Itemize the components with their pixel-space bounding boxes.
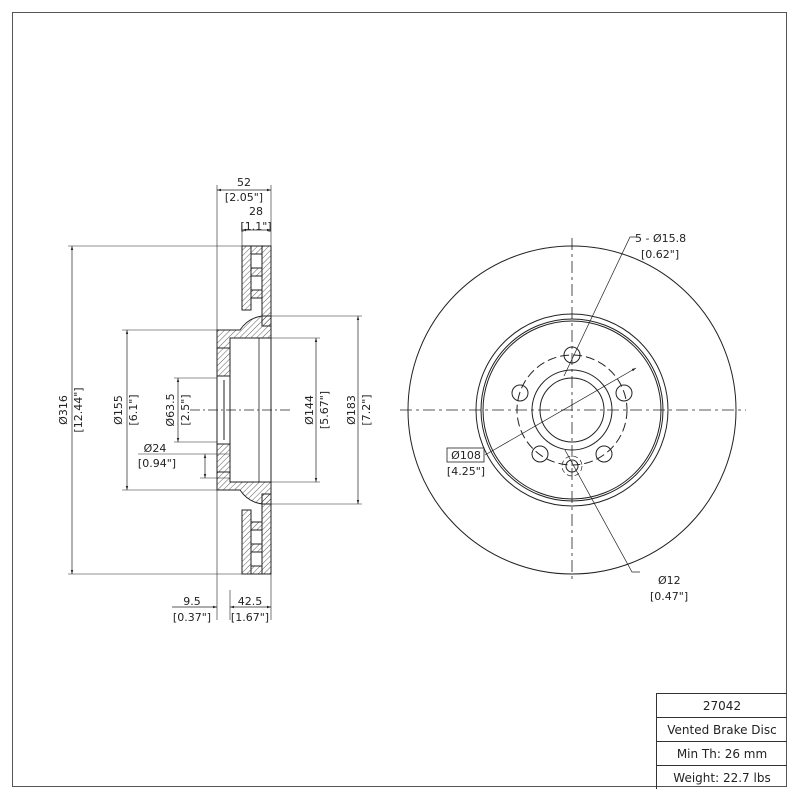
dim-hat-diameter-in: [6.1"] [127,394,140,425]
part-number: 27042 [657,694,787,718]
dim-center-bore-in: [2.5"] [179,394,192,425]
dim-center-bore: Ø63.5 [164,393,177,426]
front-view-dimensions: 5 - Ø15.8 [0.62"] Ø108 [4.25"] Ø12 [0.47… [446,232,688,603]
dim-outer-diameter-in: [12.44"] [72,387,85,432]
min-thickness: Min Th: 26 mm [657,742,787,766]
dim-hat-offset: 9.5 [183,595,201,608]
part-description: Vented Brake Disc [657,718,787,742]
dim-bolt-circle: Ø108 [451,449,481,462]
title-block: 27042 Vented Brake Disc Min Th: 26 mm We… [656,693,787,789]
weight: Weight: 22.7 lbs [673,770,771,785]
dim-stud-hole: Ø24 [144,442,167,455]
side-view-dimensions: 52 [2.05"] 28 [1.1"] Ø316 [12.44"] Ø155 … [57,176,373,624]
dim-outer-diameter: Ø316 [57,395,70,425]
dim-locator-hole: Ø12 [658,574,681,587]
dim-hat-diameter: Ø155 [112,395,125,425]
dim-hat-offset-in: [0.37"] [173,611,211,624]
dim-stud-hole-in: [0.94"] [138,457,176,470]
dim-rotor-width-in: [1.1"] [240,220,271,233]
dim-locator-hole-in: [0.47"] [650,590,688,603]
dim-friction-inner-diameter: Ø183 [345,395,358,425]
bolt-circle-box [446,447,485,463]
dim-hat-height-in: [1.67"] [231,611,269,624]
dim-rotor-width: 28 [249,205,263,218]
dim-inner-diameter: Ø144 [303,395,316,425]
front-view [400,236,746,582]
side-section-view [68,185,362,620]
dim-bolt-holes: 5 - Ø15.8 [635,232,686,245]
dim-inner-diameter-in: [5.67"] [318,391,331,429]
drawing-frame [12,12,787,787]
dim-bolt-holes-in: [0.62"] [641,248,679,261]
dim-bolt-circle-in: [4.25"] [447,465,485,478]
dim-friction-inner-diameter-in: [7.2"] [360,394,373,425]
dim-hat-height: 42.5 [238,595,263,608]
dim-overall-width-in: [2.05"] [225,191,263,204]
dim-overall-width: 52 [237,176,251,189]
